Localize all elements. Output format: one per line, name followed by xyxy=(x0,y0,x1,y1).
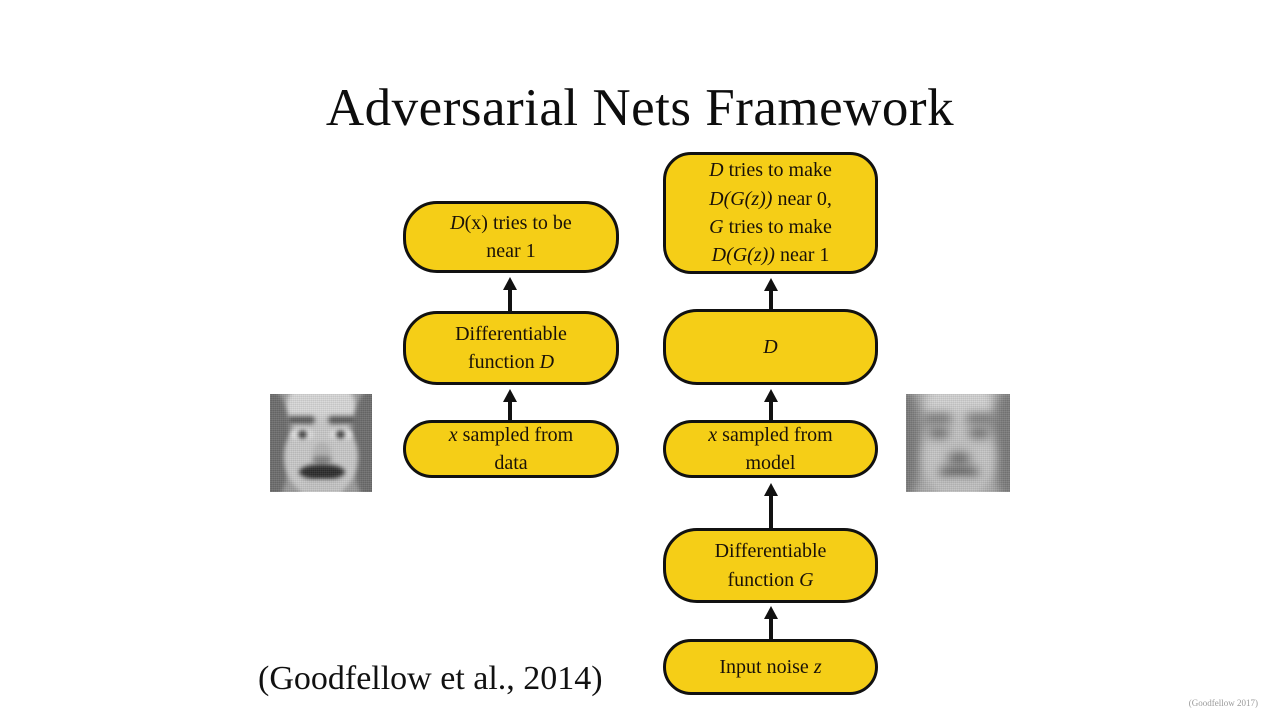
face-nostril xyxy=(947,454,971,463)
node-differentiable-function-g[interactable]: Differentiable function G xyxy=(663,528,878,603)
node-x-sampled-from-model[interactable]: x sampled from model xyxy=(663,420,878,478)
node-discriminator-d[interactable]: D xyxy=(663,309,878,385)
face-hair-right xyxy=(992,394,1010,492)
face-hair-left xyxy=(906,394,922,492)
arrow-shaft xyxy=(769,613,773,639)
arrow-d-to-objective xyxy=(500,277,520,311)
face-lips xyxy=(299,464,345,480)
node-d-objective-real[interactable]: D(x) tries to be near 1 xyxy=(403,201,619,273)
node-line: function D xyxy=(467,351,555,373)
face-chin xyxy=(940,478,978,492)
arrow-d-to-adversarial-objective xyxy=(761,278,781,310)
face-eyebrow-right xyxy=(328,416,356,424)
arrow-head-icon xyxy=(764,483,778,496)
node-line: model xyxy=(745,452,796,474)
real-data-face-sample xyxy=(270,394,372,492)
citation-text: (Goodfellow et al., 2014) xyxy=(258,660,603,697)
face-lips xyxy=(938,466,980,478)
node-line: D(G(z)) near 0, xyxy=(709,187,832,210)
node-line: Differentiable xyxy=(714,540,827,563)
node-line: D(G(z)) near 1 xyxy=(711,244,830,267)
node-differentiable-function-d[interactable]: Differentiable function D xyxy=(403,311,619,385)
arrow-shaft xyxy=(769,396,773,420)
arrow-head-icon xyxy=(764,606,778,619)
arrow-shaft xyxy=(769,285,773,310)
image-noise-overlay xyxy=(906,394,1010,492)
arrow-head-icon xyxy=(764,278,778,291)
node-input-noise-z[interactable]: Input noise z xyxy=(663,639,878,695)
node-line: Differentiable xyxy=(455,322,567,345)
node-line: D(x) tries to be xyxy=(450,211,572,234)
node-line: G tries to make xyxy=(709,216,832,238)
arrow-shaft xyxy=(769,490,773,528)
node-line: x sampled from xyxy=(448,423,574,446)
face-eye-right xyxy=(968,428,990,438)
arrow-head-icon xyxy=(503,389,517,402)
generated-face-sample xyxy=(906,394,1010,492)
face-chin xyxy=(302,480,342,492)
face-eye-left xyxy=(928,428,950,438)
node-line: near 1 xyxy=(486,240,536,262)
face-hair-right xyxy=(352,394,372,492)
node-line: function G xyxy=(727,568,814,591)
image-noise-overlay xyxy=(270,394,372,492)
arrow-shaft xyxy=(508,396,512,420)
face-nostril xyxy=(312,456,332,463)
node-line: data xyxy=(494,452,528,474)
arrow-shaft xyxy=(508,284,512,311)
node-line: D tries to make xyxy=(709,159,832,182)
node-line: Input noise z xyxy=(719,655,822,678)
corner-credit-text: (Goodfellow 2017) xyxy=(1188,698,1258,708)
arrow-model-to-d xyxy=(761,389,781,420)
arrow-head-icon xyxy=(503,277,517,290)
node-line: x sampled from xyxy=(708,423,833,446)
arrow-noise-to-g xyxy=(761,606,781,639)
face-pupil-right xyxy=(336,430,345,439)
face-eyebrow-left xyxy=(287,416,315,424)
page-title: Adversarial Nets Framework xyxy=(325,79,955,137)
face-pupil-left xyxy=(298,430,307,439)
arrow-data-to-d xyxy=(500,389,520,420)
node-line: D xyxy=(763,335,778,358)
face-eyebrow-right xyxy=(966,414,994,423)
node-x-sampled-from-data[interactable]: x sampled from data xyxy=(403,420,619,478)
face-eyebrow-left xyxy=(924,414,952,423)
arrow-g-to-model xyxy=(761,483,781,528)
node-adversarial-objective[interactable]: D tries to make D(G(z)) near 0, G tries … xyxy=(663,152,878,274)
arrow-head-icon xyxy=(764,389,778,402)
